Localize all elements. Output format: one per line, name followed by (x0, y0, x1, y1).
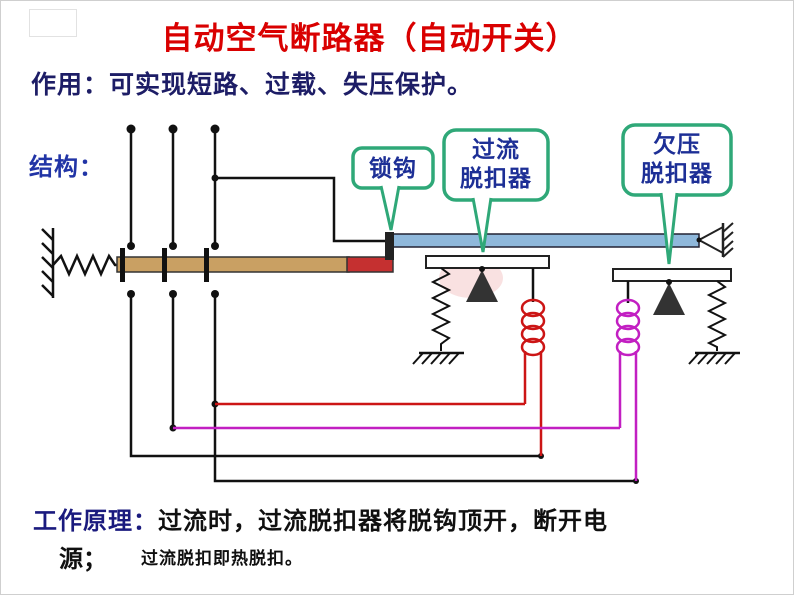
operating-rod-red-tip (346, 256, 394, 273)
operating-rod (116, 256, 350, 273)
lock-hook-label: 锁钩 (369, 155, 417, 181)
structure-label: 结构： (29, 154, 104, 181)
breaker-diagram-svg: 锁钩 过流 脱扣器 欠压 脱扣器 (41, 123, 740, 484)
undervoltage-device (173, 268, 740, 481)
undervoltage-callout: 欠压 脱扣器 (621, 123, 733, 265)
overcurrent-device (215, 255, 550, 456)
lock-hook-block (385, 232, 394, 260)
function-text: 作用：可实现短路、过载、失压保护。 (31, 71, 474, 99)
overcurrent-spring (430, 267, 452, 351)
lock-hook-callout: 锁钩 (351, 146, 435, 231)
hook-linkage (215, 176, 389, 243)
principle-body-wrap: 源； (59, 546, 107, 573)
principle-text: 工作原理：过流时，过流脱扣器将脱钩顶开，断开电 (33, 501, 778, 536)
undervoltage-coil (615, 298, 641, 357)
undervoltage-wires (173, 351, 638, 481)
page-title: 自动空气断路器（自动开关） (161, 21, 578, 56)
left-wall (41, 228, 55, 298)
undervoltage-label-2: 脱扣器 (641, 160, 713, 186)
overcurrent-ground (412, 351, 464, 365)
phase-lines (129, 129, 636, 483)
overcurrent-coil (520, 298, 546, 357)
undervoltage-armature (653, 283, 685, 315)
undervoltage-spring (706, 280, 728, 351)
principle-label: 工作原理： (33, 508, 158, 535)
corner-artifact (29, 9, 77, 37)
undervoltage-ground (688, 351, 740, 365)
overcurrent-wires (215, 351, 543, 456)
principle-text-2: 源； 过流脱扣即热脱扣。 (59, 539, 303, 574)
trip-bar (392, 233, 700, 248)
return-spring (52, 252, 119, 278)
overcurrent-bar (425, 255, 550, 269)
contact-dots (126, 124, 639, 484)
undervoltage-label-1: 欠压 (653, 131, 701, 157)
overcurrent-label-1: 过流 (472, 136, 520, 162)
contact-bridges (120, 248, 209, 282)
principle-note: 过流脱扣即热脱扣。 (141, 549, 303, 568)
right-pivot (696, 222, 734, 258)
overcurrent-label-2: 脱扣器 (460, 165, 532, 191)
overcurrent-armature (466, 270, 498, 302)
overcurrent-callout: 过流 脱扣器 (442, 128, 550, 253)
principle-body: 过流时，过流脱扣器将脱钩顶开，断开电 (158, 508, 608, 535)
undervoltage-bar (612, 268, 732, 282)
